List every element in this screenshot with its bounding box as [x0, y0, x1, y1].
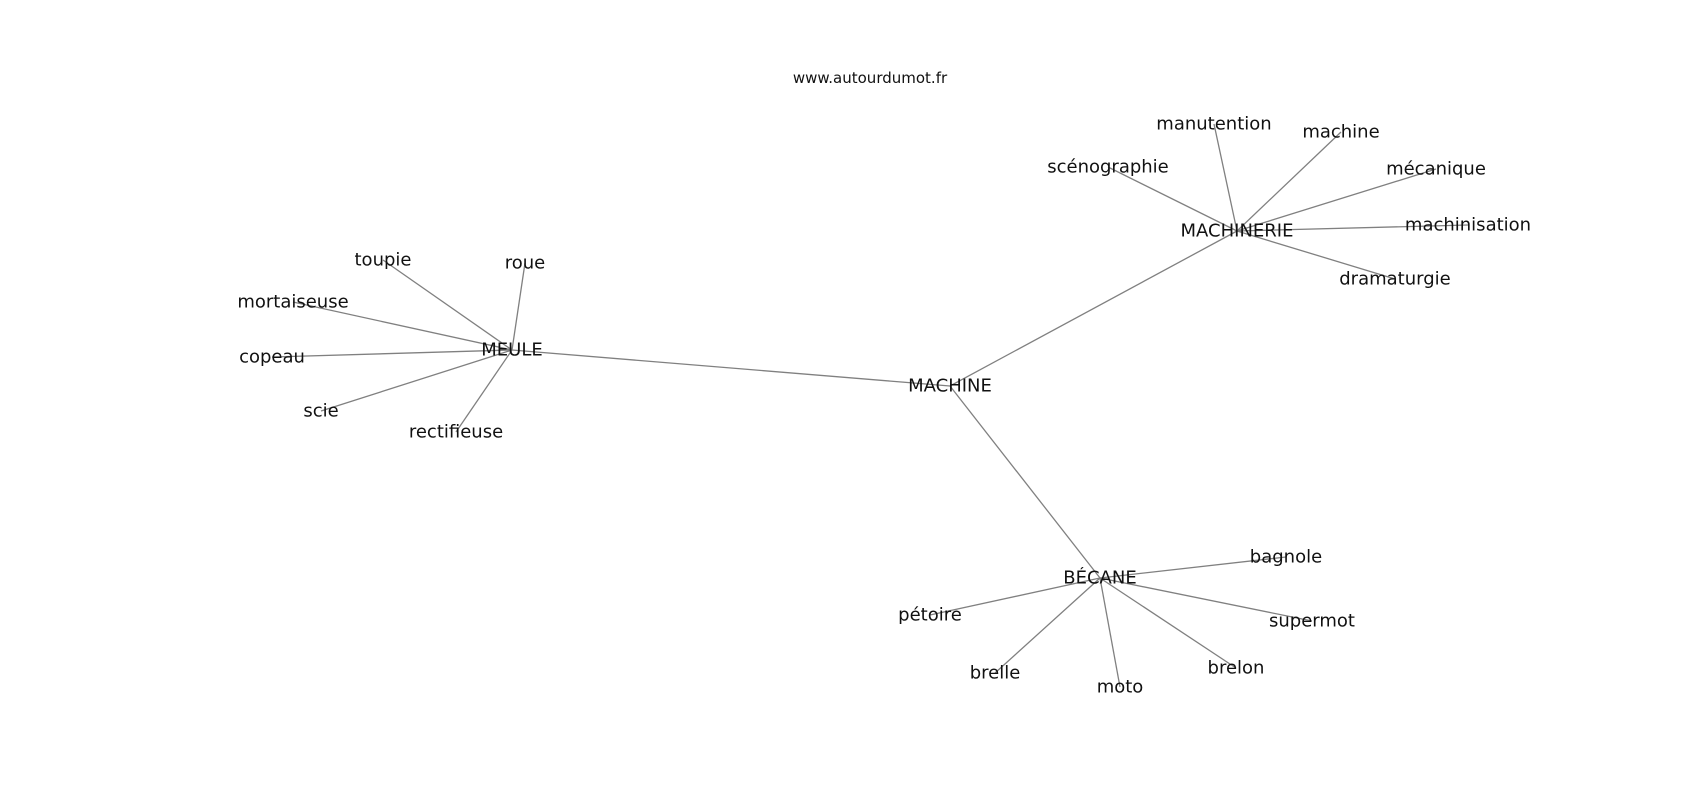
node-label-meule: MEULE: [481, 340, 542, 361]
node-label-bagnole: bagnole: [1250, 547, 1322, 568]
node-label-scie: scie: [303, 401, 338, 422]
node-label-petoire: pétoire: [898, 605, 962, 626]
node-label-dramaturgie: dramaturgie: [1339, 269, 1450, 290]
node-label-copeau: copeau: [239, 347, 305, 368]
node-label-brelon: brelon: [1208, 658, 1265, 679]
node-label-toupie: toupie: [355, 250, 412, 271]
graph-edges: [271, 123, 1469, 688]
edge-machinerie-manutention: [1213, 123, 1238, 232]
edge-meule-copeau: [271, 349, 513, 358]
edge-meule-roue: [511, 262, 526, 351]
edge-machinerie-dramaturgie: [1236, 230, 1396, 280]
edge-becane-bagnole: [1099, 556, 1287, 579]
edge-meule-scie: [320, 349, 513, 412]
node-label-machine_leaf: machine: [1302, 122, 1379, 143]
node-label-mortaiseuse: mortaiseuse: [237, 292, 348, 313]
node-label-moto: moto: [1097, 677, 1144, 698]
edge-machine_center-meule: [511, 349, 951, 387]
edge-becane-moto: [1099, 577, 1121, 688]
edge-machinerie-scenographie: [1107, 166, 1238, 232]
edge-meule-mortaiseuse: [292, 301, 513, 351]
edge-meule-rectifieuse: [455, 349, 513, 433]
node-label-scenographie: scénographie: [1047, 157, 1169, 178]
node-label-becane: BÉCANE: [1063, 567, 1136, 589]
edge-meule-toupie: [382, 259, 513, 351]
edge-machinerie-machinisation: [1236, 224, 1469, 232]
node-label-manutention: manutention: [1156, 114, 1271, 135]
node-label-brelle: brelle: [970, 663, 1021, 684]
node-label-rectifieuse: rectifieuse: [409, 422, 503, 443]
node-label-machinisation: machinisation: [1405, 215, 1531, 236]
edge-becane-petoire: [929, 577, 1101, 616]
edge-becane-brelle: [994, 577, 1101, 674]
node-label-machine_center: MACHINE: [908, 376, 992, 397]
node-label-supermot: supermot: [1269, 611, 1355, 632]
edge-machine_center-machinerie: [949, 230, 1238, 387]
site-label: www.autourdumot.fr: [793, 69, 948, 87]
node-label-mecanique: mécanique: [1386, 159, 1486, 180]
node-label-roue: roue: [505, 253, 546, 274]
edge-becane-brelon: [1099, 577, 1237, 669]
edge-machinerie-mecanique: [1236, 168, 1437, 232]
node-label-machinerie: MACHINERIE: [1181, 221, 1294, 242]
edge-becane-supermot: [1099, 577, 1313, 622]
edge-machine_center-becane: [949, 385, 1101, 579]
graph-labels: MACHINE MEULE MACHINERIE BÉCANE toupie roue mo…: [237, 114, 1531, 698]
edge-machinerie-machine_leaf: [1236, 131, 1342, 232]
